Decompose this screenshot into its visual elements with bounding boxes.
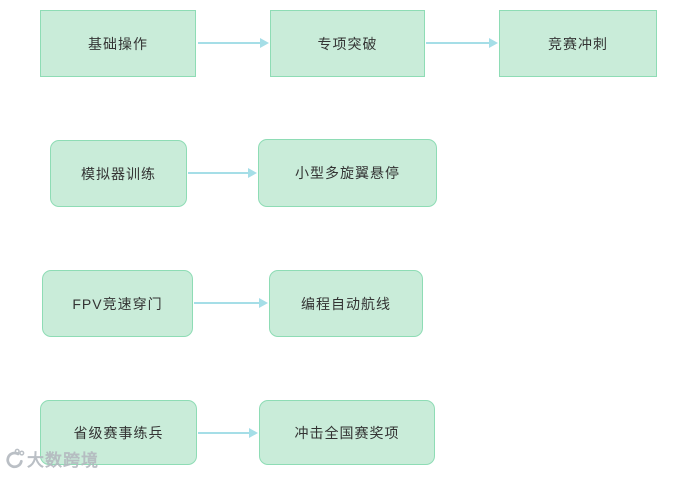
arrow-right-icon	[188, 168, 257, 178]
arrow-right-icon	[198, 428, 258, 438]
flow-node-basic-operations: 基础操作	[40, 10, 196, 77]
flow-node-programmed-autoroute: 编程自动航线	[269, 270, 423, 337]
flow-node-special-breakthrough: 专项突破	[270, 10, 425, 77]
flow-node-provincial-competition: 省级赛事练兵	[40, 400, 197, 465]
flow-node-competition-sprint: 竞赛冲刺	[499, 10, 657, 77]
arrow-right-icon	[198, 38, 269, 48]
arrow-right-icon	[194, 298, 268, 308]
flow-node-simulator-training: 模拟器训练	[50, 140, 187, 207]
flow-node-fpv-racing-gates: FPV竞速穿门	[42, 270, 193, 337]
watermark-logo-icon	[3, 448, 25, 470]
arrow-right-icon	[426, 38, 498, 48]
flow-node-national-awards: 冲击全国赛奖项	[259, 400, 435, 465]
flow-node-multirotor-hover: 小型多旋翼悬停	[258, 139, 437, 207]
